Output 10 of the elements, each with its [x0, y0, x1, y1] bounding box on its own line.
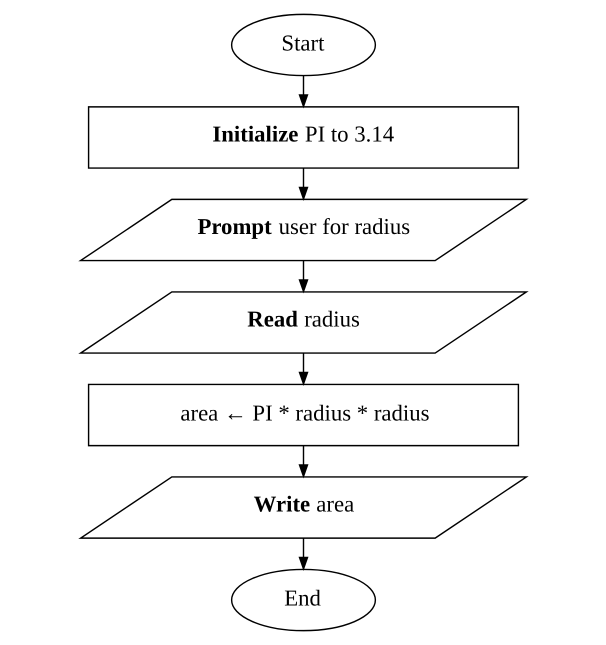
arrow	[298, 353, 308, 386]
arrow	[298, 260, 308, 294]
arrow	[298, 538, 308, 572]
arrow	[298, 446, 308, 479]
node-box: Initialize PI to 3.14	[87, 106, 519, 169]
node-box: area ← PI * radius * radius	[87, 384, 519, 446]
node-ellipse: Start	[230, 14, 376, 76]
arrow	[298, 168, 308, 201]
node-ellipse: End	[230, 568, 376, 632]
arrow	[298, 76, 308, 108]
